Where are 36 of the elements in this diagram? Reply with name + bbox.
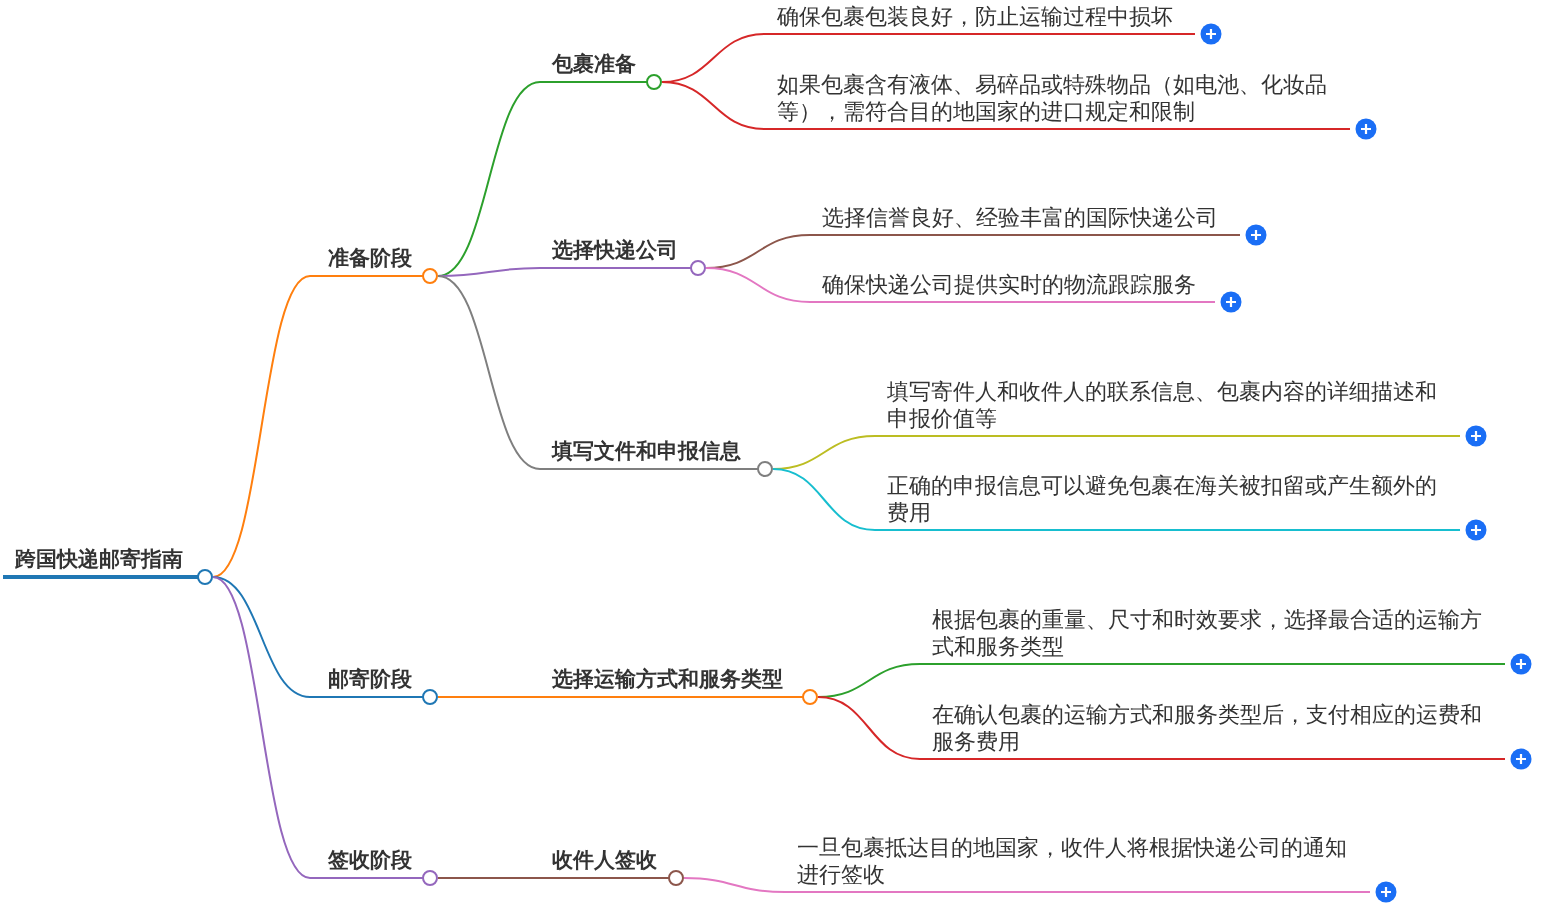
topic-label: 根据包裹的重量、尺寸和时效要求，选择最合适的运输方式和服务类型 bbox=[931, 606, 1483, 660]
topic-label: 准备阶段 bbox=[327, 245, 413, 272]
topic-label: 签收阶段 bbox=[327, 847, 413, 874]
branch-line bbox=[817, 696, 921, 760]
branch-topic bbox=[540, 847, 684, 886]
branch-line bbox=[661, 81, 766, 130]
topic-label: 填写寄件人和收件人的联系信息、包裹内容的详细描述和申报价值等 bbox=[886, 378, 1438, 432]
branch-topic bbox=[540, 51, 662, 90]
branch-line bbox=[683, 877, 786, 893]
topic-label: 跨国快递邮寄指南 bbox=[14, 546, 184, 573]
topic-label: 一旦包裹抵达目的地国家，收件人将根据快递公司的通知进行签收 bbox=[796, 834, 1348, 888]
branch-topic bbox=[540, 237, 706, 276]
branch-topic bbox=[540, 438, 773, 477]
topic-label: 填写文件和申报信息 bbox=[550, 438, 742, 465]
branch-topic bbox=[310, 666, 438, 705]
branch-line bbox=[437, 877, 541, 879]
branch-line bbox=[437, 275, 541, 470]
branch-topic bbox=[310, 245, 438, 284]
topic-label: 选择运输方式和服务类型 bbox=[551, 666, 784, 693]
topic-label: 选择信誉良好、经验丰富的国际快递公司 bbox=[821, 204, 1219, 231]
topic-label: 确保包裹包装良好，防止运输过程中损坏 bbox=[776, 3, 1174, 30]
topic-label: 在确认包裹的运输方式和服务类型后，支付相应的运费和服务费用 bbox=[931, 701, 1483, 755]
branch-line bbox=[772, 468, 876, 531]
branch-topic bbox=[540, 666, 818, 705]
branch-topic bbox=[310, 847, 438, 886]
root-topic bbox=[3, 546, 213, 585]
topic-label: 邮寄阶段 bbox=[327, 666, 413, 693]
branch-line bbox=[705, 267, 811, 303]
topic-label: 正确的申报信息可以避免包裹在海关被扣留或产生额外的费用 bbox=[886, 472, 1438, 526]
topic-label: 确保快递公司提供实时的物流跟踪服务 bbox=[821, 271, 1197, 298]
topic-label: 如果包裹含有液体、易碎品或特殊物品（如电池、化妆品等），需符合目的地国家的进口规定和限制 bbox=[776, 71, 1328, 125]
branch-line bbox=[212, 576, 311, 879]
topic-label: 收件人签收 bbox=[551, 847, 658, 874]
topic-label: 包裹准备 bbox=[550, 51, 637, 78]
branch-line bbox=[437, 696, 541, 698]
topic-label: 选择快递公司 bbox=[551, 237, 679, 264]
